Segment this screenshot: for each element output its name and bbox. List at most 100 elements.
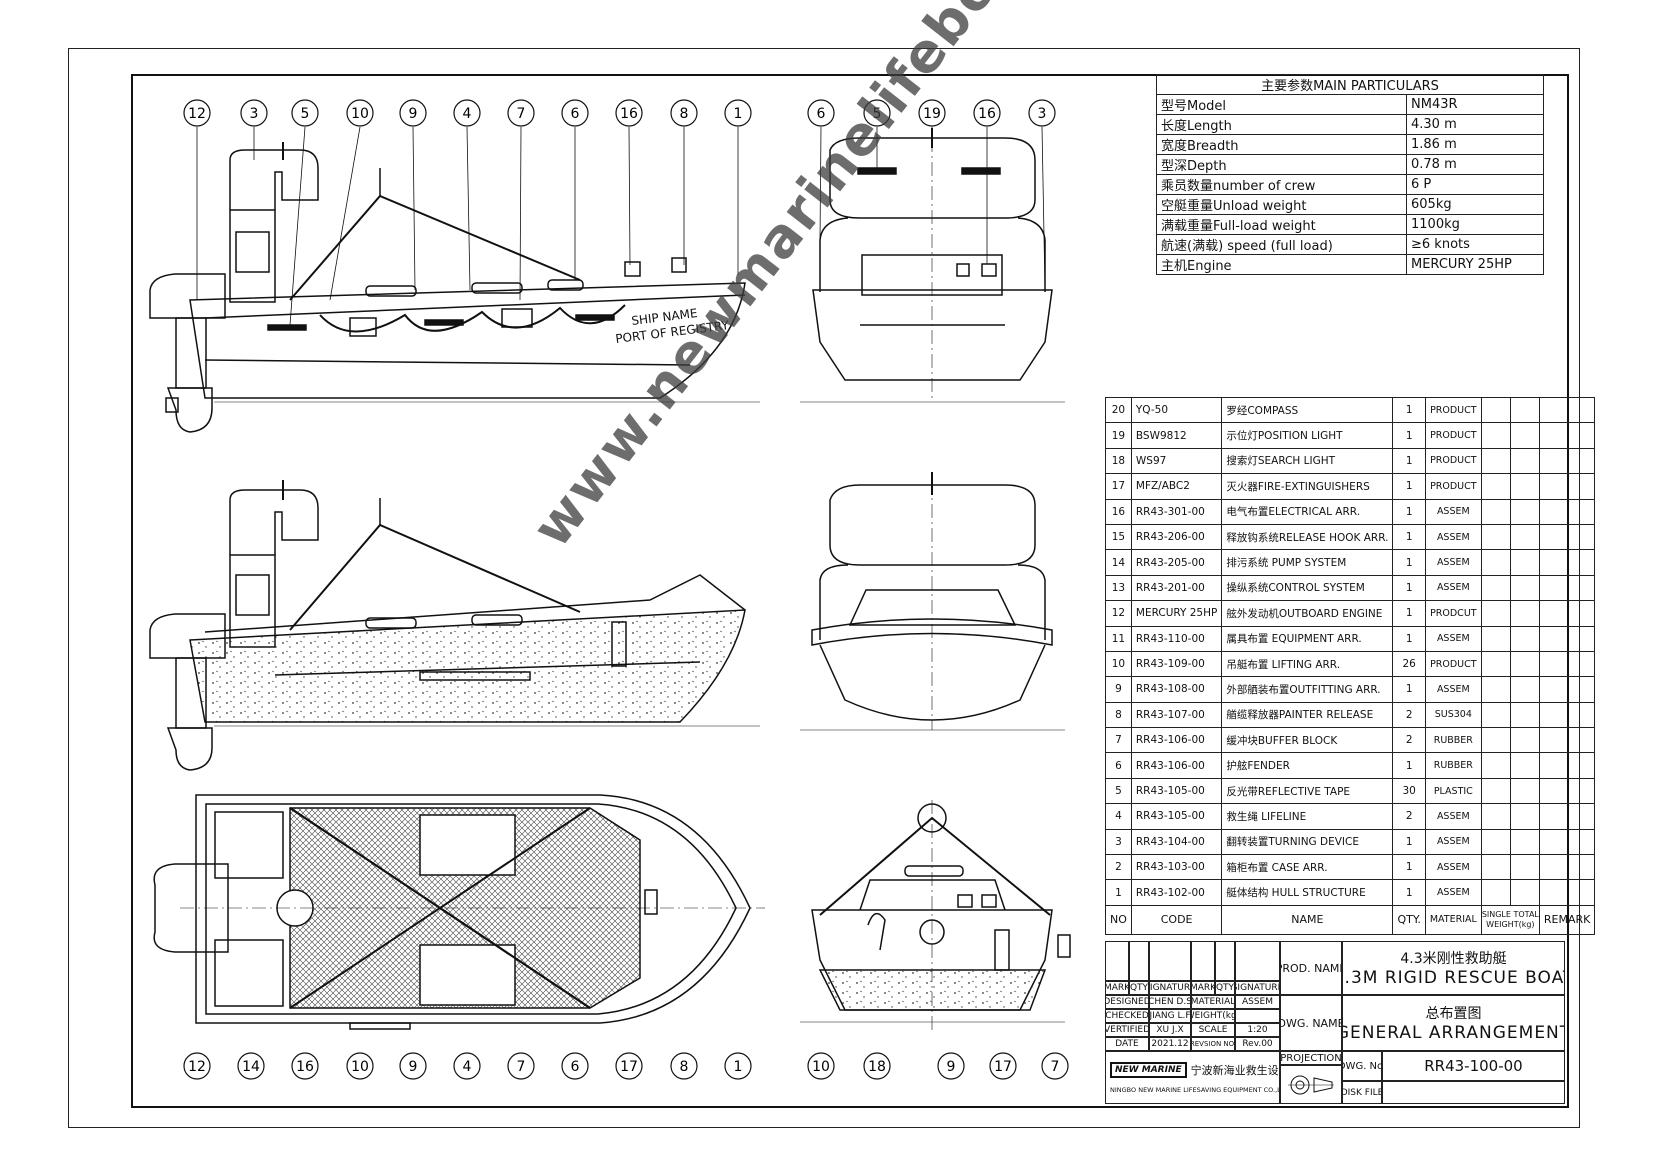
bom-remark — [1538, 803, 1596, 830]
tb-dwg-no-label: DWG. No. — [1342, 1051, 1382, 1081]
callout-number: 7 — [1051, 1059, 1060, 1075]
callout-number: 16 — [978, 106, 996, 122]
bom-no: 17 — [1105, 473, 1132, 500]
particulars-label: 空艇重量Unload weight — [1156, 194, 1407, 215]
bom-single-weight — [1480, 777, 1511, 805]
bom-total-weight — [1509, 473, 1540, 500]
tb-projection-label: PROJECTION — [1280, 1051, 1342, 1065]
bom-no: 2 — [1105, 854, 1132, 881]
bom-qty: 1 — [1392, 600, 1426, 627]
particulars-label: 主机Engine — [1156, 254, 1407, 275]
bom-material: RUBBER — [1424, 727, 1482, 754]
bom-single-weight — [1480, 422, 1511, 449]
bom-total-weight — [1509, 523, 1540, 551]
bom-remark — [1538, 498, 1596, 525]
bom-remark — [1538, 396, 1596, 424]
callout-circle — [237, 1052, 265, 1080]
bom-no: 8 — [1105, 701, 1132, 729]
bom-remark — [1538, 650, 1596, 678]
callout-circle — [724, 1052, 752, 1080]
callout-circle — [291, 99, 319, 127]
callout-circle — [453, 99, 481, 127]
bom-material: PRODUCT — [1424, 447, 1482, 475]
bom-header-row: NO CODE NAME QTY. MATERIAL SINGLE TOTAL … — [1105, 904, 1596, 935]
bom-header-single: SINGLE — [1481, 909, 1511, 919]
tb-checked-label: CHECKED — [1105, 1009, 1149, 1023]
dwg-name-en: GENERAL ARRANGEMENT — [1342, 1023, 1565, 1043]
callout-number: 18 — [868, 1059, 886, 1075]
bom-material: PRODUCT — [1424, 650, 1482, 678]
particulars-label: 型号Model — [1156, 94, 1407, 115]
bom-total-weight — [1509, 650, 1540, 678]
bom-qty: 2 — [1392, 701, 1426, 729]
bom-material: PLASTIC — [1424, 777, 1482, 805]
bom-qty: 1 — [1392, 676, 1426, 703]
bom-remark — [1538, 701, 1596, 729]
callout-circle — [346, 1052, 374, 1080]
bom-remark — [1538, 549, 1596, 576]
bom-no: 18 — [1105, 447, 1132, 475]
callout-circle — [183, 1052, 211, 1080]
bom-name: 外部舾装布置OUTFITTING ARR. — [1221, 676, 1394, 703]
tb-col-signature-1: SIGNATURE — [1149, 981, 1191, 995]
bom-single-weight — [1480, 396, 1511, 424]
bom-qty: 1 — [1392, 447, 1426, 475]
bow-view — [800, 126, 1065, 403]
tb-prod-name: 4.3米刚性救助艇 4.3M RIGID RESCUE BOAT — [1342, 941, 1565, 995]
bom-material: RUBBER — [1424, 752, 1482, 779]
callout-circle — [507, 1052, 535, 1080]
bom-qty: 26 — [1392, 650, 1426, 678]
tb-weight-value — [1235, 1009, 1280, 1023]
bom-no: 14 — [1105, 549, 1132, 576]
tb-col-mark-1: MARK — [1105, 981, 1129, 995]
bom-name: 缓冲块BUFFER BLOCK — [1221, 727, 1394, 754]
bom-qty: 2 — [1392, 803, 1426, 830]
bom-total-weight — [1509, 396, 1540, 424]
particulars-value: ≥6 knots — [1406, 234, 1544, 255]
bom-total-weight — [1509, 447, 1540, 475]
tb-material-label: MATERIAL — [1191, 995, 1235, 1009]
bom-remark — [1538, 574, 1596, 602]
callout-circle — [453, 1052, 481, 1080]
tb-scale-value: 1:20 — [1235, 1023, 1280, 1037]
callout-circle — [615, 1052, 643, 1080]
bom-no: 11 — [1105, 625, 1132, 652]
particulars-value: 6 P — [1406, 174, 1544, 195]
bom-name: 救生绳 LIFELINE — [1221, 803, 1394, 830]
bom-total-weight — [1509, 574, 1540, 602]
callout-number: 3 — [1038, 106, 1047, 122]
bom-qty: 1 — [1392, 625, 1426, 652]
bom-remark — [1538, 879, 1596, 906]
bom-code: RR43-102-00 — [1130, 879, 1223, 906]
callout-number: 14 — [242, 1059, 260, 1075]
bom-total-weight — [1509, 676, 1540, 703]
bom-material: ASSEM — [1424, 828, 1482, 856]
bom-qty: 1 — [1392, 498, 1426, 525]
bom-code: RR43-104-00 — [1130, 828, 1223, 856]
bom-material: ASSEM — [1424, 625, 1482, 652]
bom-material: ASSEM — [1424, 854, 1482, 881]
bom-no: 15 — [1105, 523, 1132, 551]
bom-total-weight — [1509, 498, 1540, 525]
callout-number: 4 — [463, 1059, 472, 1075]
bom-qty: 1 — [1392, 828, 1426, 856]
tb-prod-name-label: PROD. NAME — [1280, 941, 1342, 995]
stern-view — [800, 472, 1065, 731]
particulars-value: 4.30 m — [1406, 114, 1544, 135]
bom-remark — [1538, 676, 1596, 703]
bom-single-weight — [1480, 447, 1511, 475]
bom-qty: 1 — [1392, 879, 1426, 906]
callout-number: 7 — [517, 1059, 526, 1075]
tb-designed-by: CHEN D.S — [1149, 995, 1191, 1009]
